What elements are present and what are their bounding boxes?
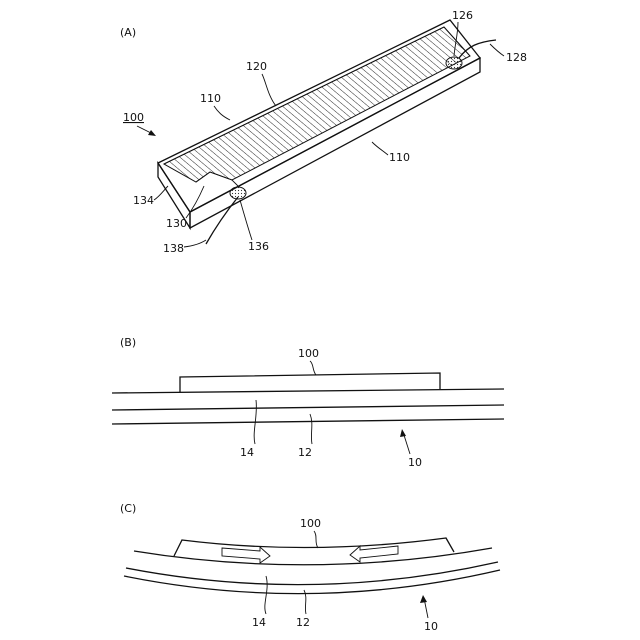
- ref-wire-left: 138: [163, 242, 184, 255]
- ref-film-leader: [262, 74, 276, 106]
- panel-c-label: (C): [120, 502, 136, 515]
- ref-base-side-leader: [154, 186, 168, 200]
- panel-a: (A) 100 120 110: [120, 9, 527, 255]
- ref-c-device-leader: [314, 531, 318, 548]
- ref-b-base-arrow: [400, 429, 406, 437]
- ref-c-layer-top: 14: [252, 616, 266, 629]
- curved-layer-3: [124, 570, 500, 594]
- ref-c-base: 10: [424, 620, 438, 633]
- ref-edge-top-leader: [214, 106, 230, 120]
- panel-b-label: (B): [120, 336, 136, 349]
- ref-wire-right-leader: [490, 44, 504, 56]
- layer-line-3: [112, 419, 504, 424]
- ref-edge-bottom-leader: [372, 142, 388, 155]
- ref-b-device-leader: [310, 361, 316, 375]
- device-box: [158, 20, 480, 228]
- device-curved: [174, 538, 454, 556]
- curved-layer-1: [134, 548, 492, 565]
- panel-c: (C) 100 14 12 10: [120, 502, 500, 633]
- terminal-right: [446, 57, 462, 69]
- layer-line-1: [112, 389, 504, 393]
- wire-left: [206, 197, 238, 244]
- ref-film: 120: [246, 60, 267, 73]
- arrow-left-icon: [350, 546, 398, 562]
- ref-device: 100: [123, 111, 144, 124]
- ref-b-layer-top: 14: [240, 446, 254, 459]
- ref-b-layer-mid-leader: [310, 414, 312, 444]
- ref-terminal-right: 126: [452, 9, 473, 22]
- panel-a-label: (A): [120, 26, 136, 39]
- ref-base-side: 134: [133, 194, 154, 207]
- ref-c-base-arrow: [420, 595, 427, 603]
- ref-terminal-left-leader: [186, 186, 204, 218]
- panel-b: (B) 100 14 12 10: [112, 336, 504, 469]
- ref-c-layer-mid: 12: [296, 616, 310, 629]
- device-flat: [180, 373, 440, 392]
- ref-terminal-left-pad: 136: [248, 240, 269, 253]
- ref-c-device: 100: [300, 517, 321, 530]
- ref-wire-right: 128: [506, 51, 527, 64]
- layer-line-2: [112, 405, 504, 410]
- ref-b-layer-mid: 12: [298, 446, 312, 459]
- ref-b-device: 100: [298, 347, 319, 360]
- ref-c-layer-top-leader: [265, 576, 267, 614]
- ref-terminal-left: 130: [166, 217, 187, 230]
- ref-device-arrow: [148, 130, 156, 136]
- ref-b-base: 10: [408, 456, 422, 469]
- arrow-right-icon: [222, 547, 270, 563]
- ref-wire-left-leader: [184, 240, 206, 247]
- ref-edge-bottom: 110: [389, 151, 410, 164]
- ref-terminal-left-pad-leader: [240, 200, 252, 240]
- ref-edge-top: 110: [200, 92, 221, 105]
